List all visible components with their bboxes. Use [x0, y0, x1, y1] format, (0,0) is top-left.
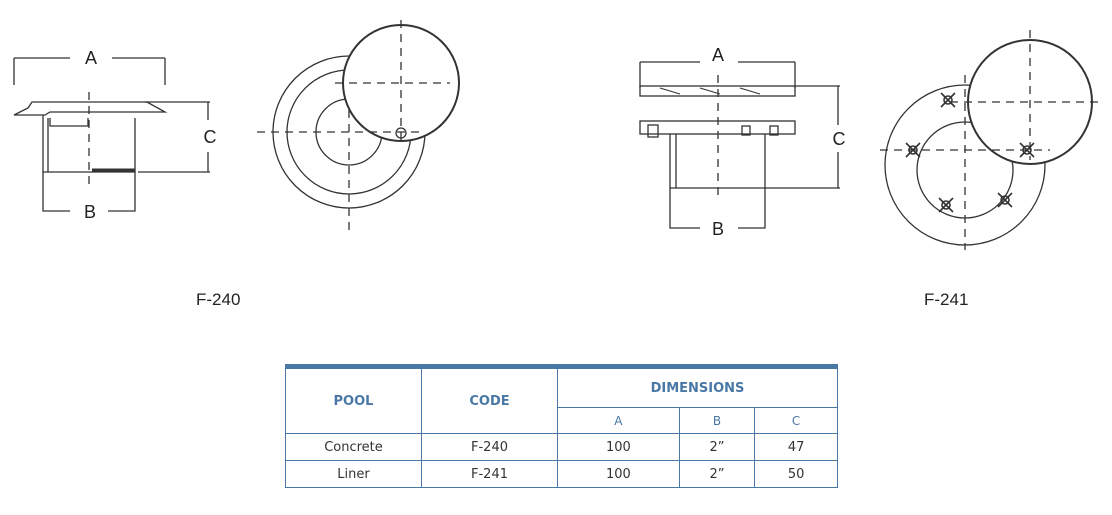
- header-code: CODE: [421, 366, 558, 434]
- dim-label-a: A: [712, 45, 724, 65]
- f240-side-view: A C B: [13, 48, 217, 222]
- header-b: B: [678, 407, 756, 434]
- header-pool: POOL: [285, 366, 422, 434]
- dim-label-c: C: [833, 129, 846, 149]
- cell-pool: Concrete: [285, 433, 422, 461]
- table-row: Concrete F-240 100 2” 47: [285, 433, 838, 461]
- dim-label-a: A: [85, 48, 97, 68]
- model-label-f240: F-240: [196, 290, 241, 309]
- cell-b: 2”: [678, 433, 756, 461]
- cell-b: 2”: [678, 460, 756, 488]
- model-label-f241: F-241: [924, 290, 969, 309]
- header-dimensions: DIMENSIONS: [557, 366, 838, 408]
- cell-a: 100: [557, 433, 680, 461]
- f241-side-view: A C B: [639, 45, 846, 239]
- cell-c: 50: [754, 460, 838, 488]
- f241-front-view: [880, 30, 1100, 250]
- cell-pool: Liner: [285, 460, 422, 488]
- dim-label-b: B: [84, 202, 96, 222]
- header-c: C: [754, 407, 838, 434]
- screw-icons: [905, 92, 1035, 213]
- cell-c: 47: [754, 433, 838, 461]
- dimensions-table: POOL CODE DIMENSIONS A B C Concrete F-24…: [285, 364, 838, 488]
- cell-code: F-240: [421, 433, 558, 461]
- f240-front-view: [257, 20, 460, 230]
- table-row: Liner F-241 100 2” 50: [285, 460, 838, 488]
- technical-drawings: A C B A C B: [13, 20, 1100, 250]
- cell-a: 100: [557, 460, 680, 488]
- dim-label-b: B: [712, 219, 724, 239]
- header-a: A: [557, 407, 680, 434]
- cell-code: F-241: [421, 460, 558, 488]
- dim-label-c: C: [204, 127, 217, 147]
